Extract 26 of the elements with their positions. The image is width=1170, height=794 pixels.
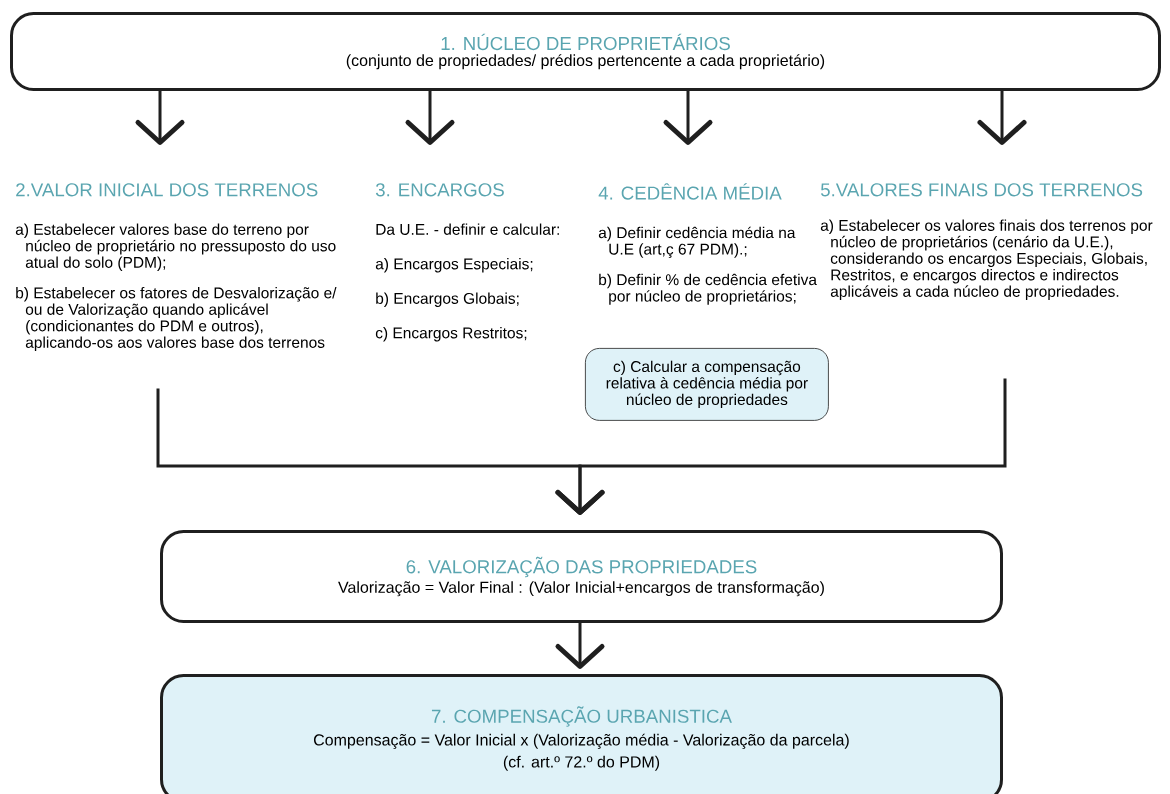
list-item: c) Encargos Restritos; — [375, 327, 527, 342]
box-heading: 6. VALORIZAÇÃO DAS PROPRIEDADES — [406, 556, 757, 578]
box-heading: 1. NÚCLEO DE PROPRIETÁRIOS — [441, 33, 730, 51]
column-heading: 2.VALOR INICIAL DOS TERRENOS — [16, 183, 318, 197]
chevron-arrow — [555, 378, 1007, 515]
list-item: a) Estabelecer os valores finais dos terrenos por núcleo de proprietários (cenário da U.E.), considerando os encargos Especiais, Globais, Restritos, e encargos directos e indirectos aplicáveis a cada núcleo de propriedades. — [820, 219, 1153, 300]
box-text: c) Calcular a compensação relativa à cedência média por núcleo de propriedades — [606, 360, 808, 409]
box-heading: 7. COMPENSAÇÃO URBANISTICA — [431, 706, 732, 727]
column-heading: 5.VALORES FINAIS DOS TERRENOS — [820, 183, 1143, 197]
process-box — [160, 530, 1003, 623]
column-heading: 4. CEDÊNCIA MÉDIA — [598, 183, 782, 200]
list-item: a) Estabelecer valores base do terreno por núcleo de proprietário no pressuposto do uso atual do solo (PDM); — [15, 223, 336, 271]
box-text: (conjunto de propriedades/ prédios pertencente a cada proprietário) — [346, 54, 825, 70]
list-item: b) Encargos Globais; — [376, 292, 519, 307]
box-text: (cf. art.º 72.º do PDM) — [503, 755, 660, 771]
list-item: a) Definir cedência média na U.E (art,ç 67 PDM).; — [598, 226, 796, 258]
process-box — [160, 674, 1003, 794]
list-item: b) Definir % de cedência efetiva por núcleo de proprietários; — [599, 273, 817, 305]
process-box — [10, 12, 1161, 91]
list-item: a) Encargos Especiais; — [375, 258, 533, 273]
list-item: Da U.E. - definir e calcular: — [376, 223, 559, 235]
box-text: Compensação = Valor Inicial x (Valorização média - Valorização da parcela) — [313, 733, 849, 749]
box-text: Valorização = Valor Final : (Valor Inicial+encargos de transformação) — [338, 581, 824, 597]
note-box — [585, 348, 829, 421]
list-item: b) Estabelecer os fatores de Desvalorização e/ ou de Valorização quando aplicável (condicionantes do PDM e outros), aplicando-os aos valores base dos terrenos — [16, 287, 337, 351]
column-heading: 3. ENCARGOS — [375, 183, 504, 197]
